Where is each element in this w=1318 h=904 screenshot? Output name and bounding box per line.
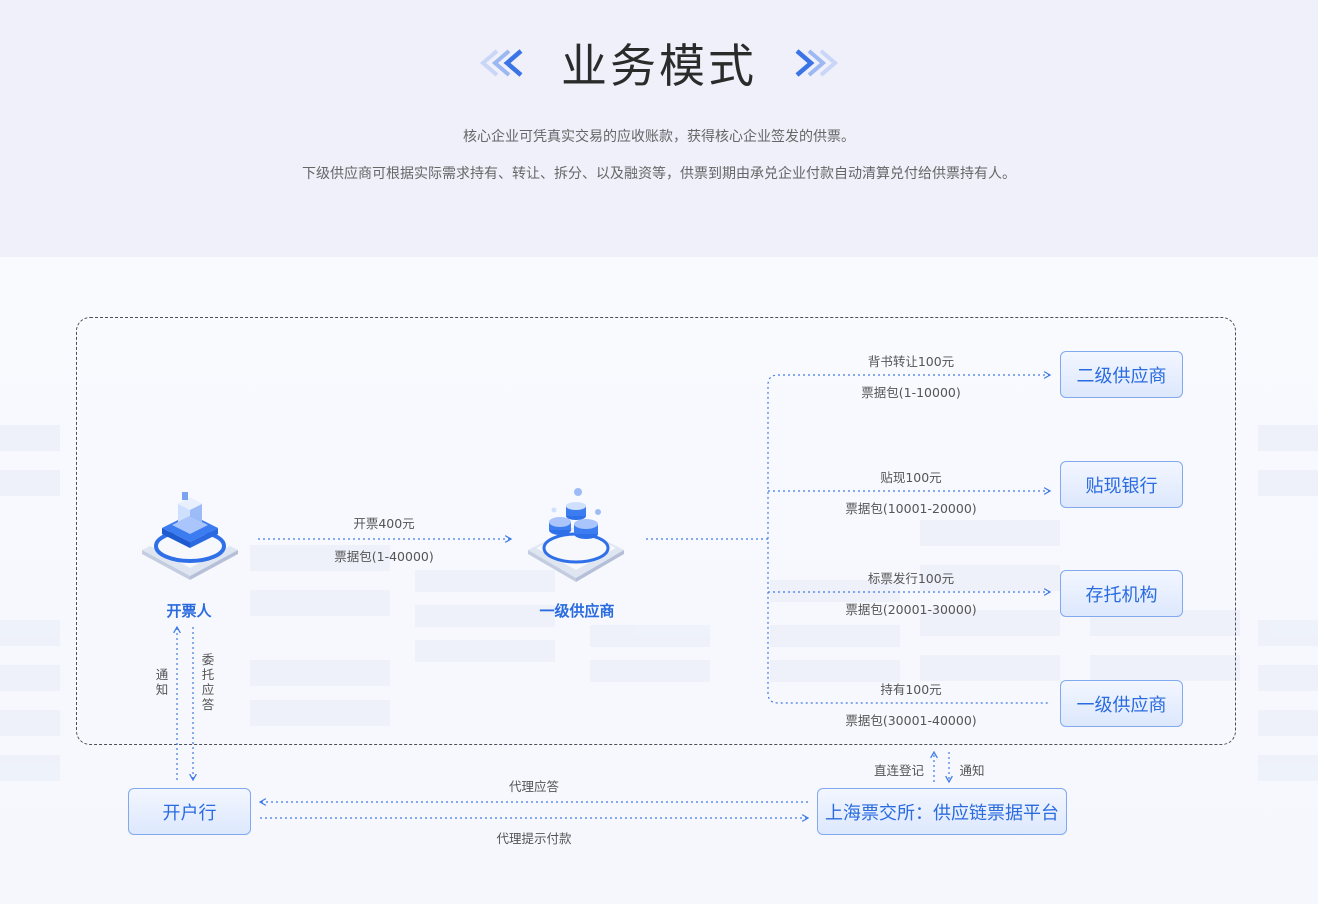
direct-register-label: 直连登记 — [873, 763, 925, 778]
double-chevron-left-icon — [479, 49, 523, 77]
title-row: 业务模式 — [0, 30, 1318, 96]
page-title: 业务模式 — [561, 39, 757, 93]
issuer-label: 开票人 — [166, 602, 212, 620]
issue-package-label: 票据包(1-40000) — [334, 549, 434, 564]
agent-reply-label: 代理应答 — [508, 779, 560, 794]
platform-box[interactable]: 上海票交所：供应链票据平台 — [817, 788, 1067, 835]
issue-amount-label: 开票400元 — [353, 516, 415, 531]
description-line-1: 核心企业可凭真实交易的应收账款，获得核心企业签发的供票。 — [463, 129, 855, 145]
discount-bank-box[interactable]: 贴现银行 — [1060, 461, 1183, 508]
header-banner: 业务模式 核心企业可凭真实交易的应收账款，获得核心企业签发的供票。 下级供应商可… — [0, 0, 1318, 257]
supplier-label: 一级供应商 — [539, 602, 615, 620]
second-supplier-box[interactable]: 二级供应商 — [1060, 351, 1183, 398]
bid-amount-label: 标票发行100元 — [867, 571, 955, 586]
notify-left-label: 通知 — [155, 667, 169, 697]
entrust-reply-label: 委托应答 — [201, 652, 215, 712]
issuer-building-icon — [142, 492, 238, 580]
first-supplier-box[interactable]: 一级供应商 — [1060, 680, 1183, 727]
discount-package-label: 票据包(10001-20000) — [845, 501, 977, 516]
hold-amount-label: 持有100元 — [880, 682, 942, 697]
double-chevron-right-icon — [795, 49, 839, 77]
agent-pay-label: 代理提示付款 — [496, 831, 572, 846]
notify-right-label: 通知 — [959, 763, 985, 778]
custody-box[interactable]: 存托机构 — [1060, 570, 1183, 617]
diagram-frame — [76, 317, 1236, 745]
supplier-coins-icon — [528, 488, 624, 582]
hold-package-label: 票据包(30001-40000) — [845, 713, 977, 728]
description-line-2: 下级供应商可根据实际需求持有、转让、拆分、以及融资等，供票到期由承兑企业付款自动… — [302, 166, 1016, 182]
endorse-package-label: 票据包(1-10000) — [861, 385, 961, 400]
endorse-amount-label: 背书转让100元 — [867, 354, 955, 369]
opening-bank-box[interactable]: 开户行 — [128, 788, 251, 835]
discount-amount-label: 贴现100元 — [880, 470, 942, 485]
bid-package-label: 票据包(20001-30000) — [845, 602, 977, 617]
